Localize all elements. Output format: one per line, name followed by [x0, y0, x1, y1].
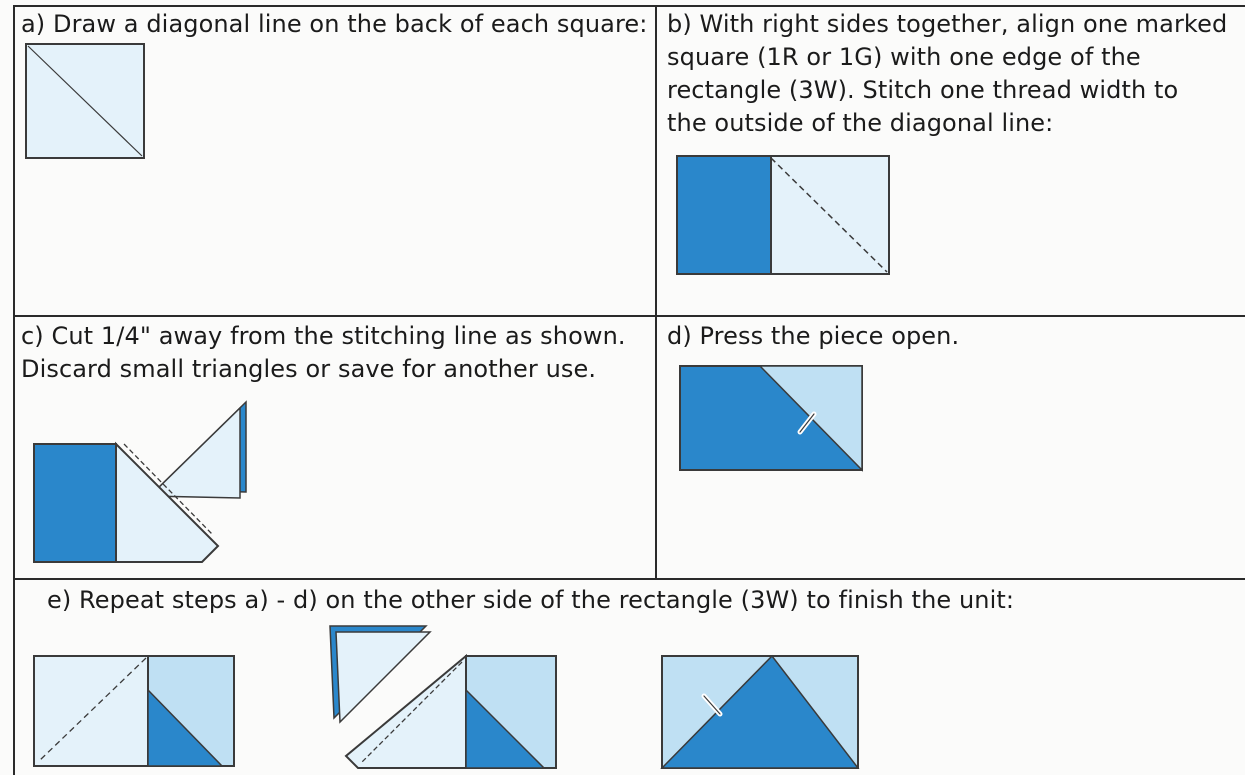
dark-square: [676, 155, 772, 275]
step-b-stitch-diagram: [676, 155, 890, 275]
cut-stitch-line: [123, 443, 213, 535]
table-divider-column: [655, 5, 657, 580]
step-d-pressed-diagram: [679, 365, 863, 472]
cut-unit-light: [115, 441, 220, 563]
step-e-diagram-3: [660, 654, 860, 769]
table-divider-row1: [13, 315, 1245, 317]
step-e-diagram-1: [33, 655, 235, 767]
step-a-text: a) Draw a diagonal line on the back of e…: [21, 10, 648, 38]
step-c-cut-diagram: [33, 400, 247, 563]
table-divider-row2: [13, 578, 1245, 580]
diagonal-line: [27, 45, 143, 157]
step-b-text: b) With right sides together, align one …: [667, 10, 1228, 137]
step-d-text: d) Press the piece open.: [667, 322, 960, 350]
stitch-line: [770, 157, 888, 273]
table-border-left: [13, 5, 15, 775]
step-e-text: e) Repeat steps a) - d) on the other sid…: [47, 586, 1015, 614]
discard-triangle-front: [148, 406, 241, 499]
step-e-diagram-2: [329, 625, 557, 769]
table-border-top: [13, 5, 1245, 7]
step-a-square-diagram: [25, 43, 145, 159]
step-c-text: c) Cut 1/4" away from the stitching line…: [21, 322, 626, 383]
cut-unit-dark: [33, 443, 117, 563]
